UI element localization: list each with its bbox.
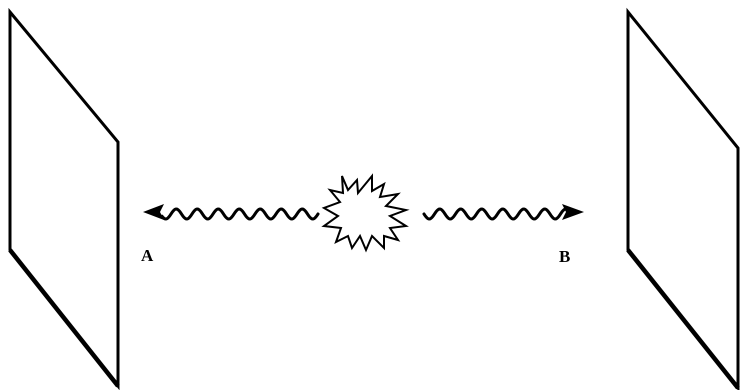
right-screen-bottom-edge — [626, 248, 740, 390]
wavy-arrow-right-icon — [422, 207, 568, 221]
left-detector-screen — [8, 7, 120, 390]
label-b: B — [559, 247, 570, 266]
label-a: A — [141, 246, 154, 265]
left-screen-bottom-edge — [8, 248, 120, 388]
right-detector-screen — [626, 7, 740, 390]
starburst-source-icon — [321, 173, 410, 253]
wavy-arrow-left-icon — [160, 207, 320, 221]
left-arrowhead-icon — [143, 204, 164, 220]
right-arrowhead-icon — [562, 204, 584, 220]
